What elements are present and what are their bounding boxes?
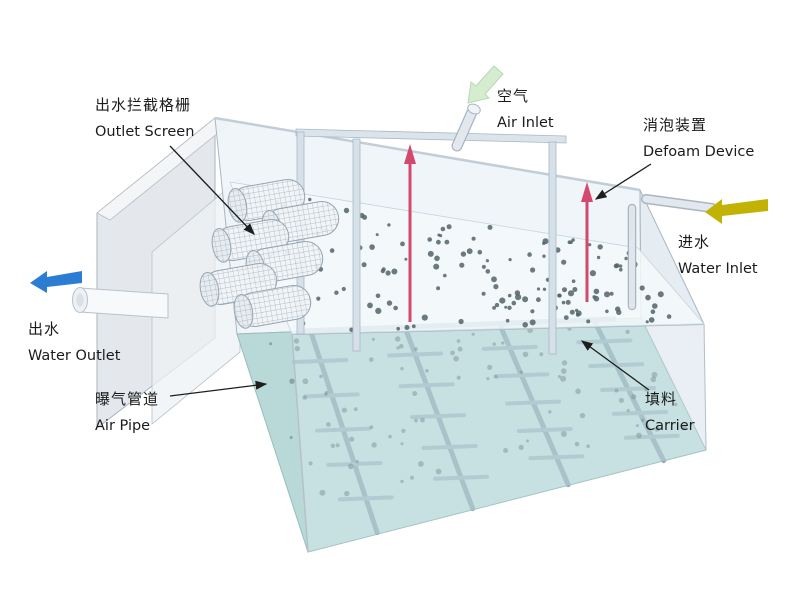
air-inlet-pipe bbox=[452, 107, 477, 151]
label-air-inlet: 空气 Air Inlet bbox=[497, 83, 554, 137]
label-air-inlet-zh: 空气 bbox=[497, 87, 530, 105]
label-outlet-screen-zh: 出水拦截格栅 bbox=[95, 96, 192, 114]
water-outlet-pipe-bore bbox=[76, 293, 84, 307]
label-outlet-screen-en: Outlet Screen bbox=[95, 124, 195, 140]
label-air-inlet-en: Air Inlet bbox=[497, 115, 554, 131]
label-water-outlet-en: Water Outlet bbox=[28, 348, 121, 364]
tank-front-left-edge bbox=[291, 333, 309, 553]
label-defoam-device: 消泡装置 Defoam Device bbox=[643, 112, 754, 166]
water-inlet-pipe bbox=[642, 195, 716, 212]
air-inlet-arrow bbox=[467, 65, 504, 104]
water-outlet-arrow bbox=[30, 271, 82, 293]
frame-top-beam bbox=[295, 128, 567, 144]
leader-defoam-device bbox=[594, 163, 652, 200]
label-carrier-zh: 填料 bbox=[645, 390, 678, 408]
label-defoam-device-zh: 消泡装置 bbox=[643, 116, 708, 134]
label-carrier: 填料 Carrier bbox=[645, 386, 695, 440]
leader-carrier bbox=[580, 340, 650, 391]
tank-front-wall bbox=[292, 324, 706, 552]
label-water-inlet-zh: 进水 bbox=[678, 233, 711, 251]
aeration-pipe-grid bbox=[292, 316, 680, 536]
defoam-up-arrow-2 bbox=[581, 182, 593, 202]
water-inlet-arrow bbox=[705, 199, 768, 224]
label-air-pipe: 曝气管道 Air Pipe bbox=[95, 386, 159, 440]
label-water-inlet: 进水 Water Inlet bbox=[678, 229, 758, 283]
outlet-screen-cylinders bbox=[199, 179, 340, 329]
label-water-outlet-zh: 出水 bbox=[28, 320, 61, 338]
leader-outlet-screen bbox=[169, 145, 255, 235]
air-inlet-pipe-opening bbox=[467, 103, 481, 115]
leader-air-pipe bbox=[169, 380, 268, 397]
label-outlet-screen: 出水拦截格栅 Outlet Screen bbox=[95, 92, 194, 146]
frame-post-3 bbox=[548, 141, 557, 355]
label-water-inlet-en: Water Inlet bbox=[678, 261, 758, 277]
tank-back-rim bbox=[214, 116, 641, 192]
label-air-pipe-zh: 曝气管道 bbox=[95, 390, 160, 408]
label-defoam-device-en: Defoam Device bbox=[643, 144, 755, 160]
label-carrier-en: Carrier bbox=[645, 418, 695, 434]
label-air-pipe-en: Air Pipe bbox=[95, 418, 151, 434]
frame-post-2 bbox=[352, 138, 361, 352]
label-water-outlet: 出水 Water Outlet bbox=[28, 316, 120, 370]
defoam-up-arrow-1 bbox=[404, 144, 416, 164]
